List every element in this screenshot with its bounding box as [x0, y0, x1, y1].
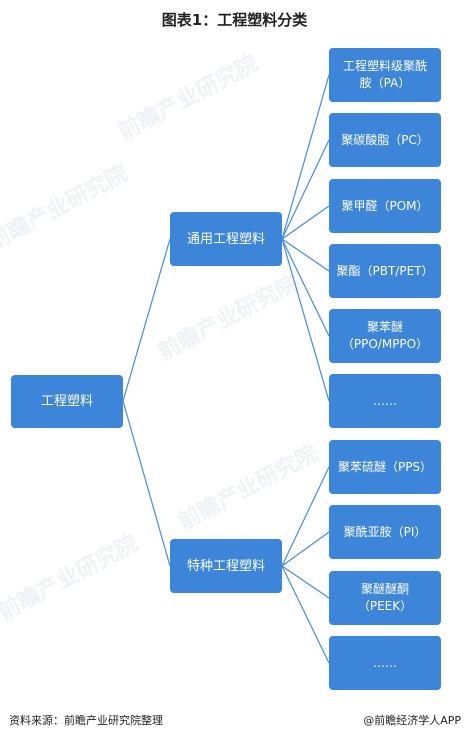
leaf-node: ……: [329, 374, 441, 428]
leaf-node: ……: [329, 636, 441, 690]
leaf-label-line2: （PPO/MPPO）: [341, 337, 429, 351]
connector-line: [281, 238, 330, 272]
connector-line: [281, 238, 330, 402]
leaf-node: 聚酰亚胺（PI）: [329, 505, 441, 559]
group-node-special: 特种工程塑料: [170, 539, 282, 593]
leaf-node: 聚甲醛（POM）: [329, 179, 441, 233]
leaf-node: 聚酯（PBT/PET）: [329, 244, 441, 298]
leaf-label: 聚酯（PBT/PET）: [336, 263, 434, 278]
leaf-label-line2: 胺（PA）: [359, 76, 411, 90]
leaf-label: 聚苯硫醚（PPS）: [337, 459, 433, 474]
connector-line: [122, 238, 171, 402]
leaf-node: 工程塑料级聚酰胺（PA）: [329, 48, 441, 102]
source-note: 资料来源：前瞻产业研究院整理: [9, 714, 163, 727]
connector-line: [281, 466, 330, 567]
leaf-label: 工程塑料级聚酰: [342, 59, 427, 73]
root-label: 工程塑料: [40, 394, 93, 409]
group-label: 特种工程塑料: [186, 558, 265, 574]
group-node-general: 通用工程塑料: [170, 212, 282, 266]
leaf-node: 聚醚醚酮 （PEEK）: [329, 571, 441, 625]
connector-line: [281, 74, 330, 240]
leaf-node: 聚苯硫醚（PPS）: [329, 440, 441, 494]
leaf-label: ……: [373, 393, 397, 408]
figure-title: 图表1：工程塑料分类: [161, 11, 308, 29]
leaf-label: 聚苯醚: [366, 320, 403, 334]
leaf-node: 聚苯醚 （PPO/MPPO）: [329, 309, 441, 363]
leaf-label: ……: [373, 655, 397, 670]
leaf-node: 聚碳酸脂（PC）: [329, 113, 441, 167]
connector-line: [281, 565, 330, 664]
leaf-label: 聚甲醛（POM）: [341, 198, 429, 213]
group-label: 通用工程塑料: [186, 231, 265, 247]
leaf-label-line2: （PEEK）: [357, 599, 413, 613]
connector-line: [122, 400, 171, 567]
root-node: 工程塑料: [11, 375, 123, 428]
connector-line: [281, 565, 330, 599]
brand-credit: @前瞻经济学人APP: [363, 714, 461, 727]
connector-line: [281, 238, 330, 337]
connector-line: [281, 139, 330, 240]
leaf-label: 聚酰亚胺（PI）: [343, 524, 427, 539]
leaf-label: 聚醚醚酮: [360, 582, 409, 596]
connector-line: [281, 531, 330, 567]
connector-line: [281, 205, 330, 240]
leaf-label: 聚碳酸脂（PC）: [341, 132, 429, 147]
